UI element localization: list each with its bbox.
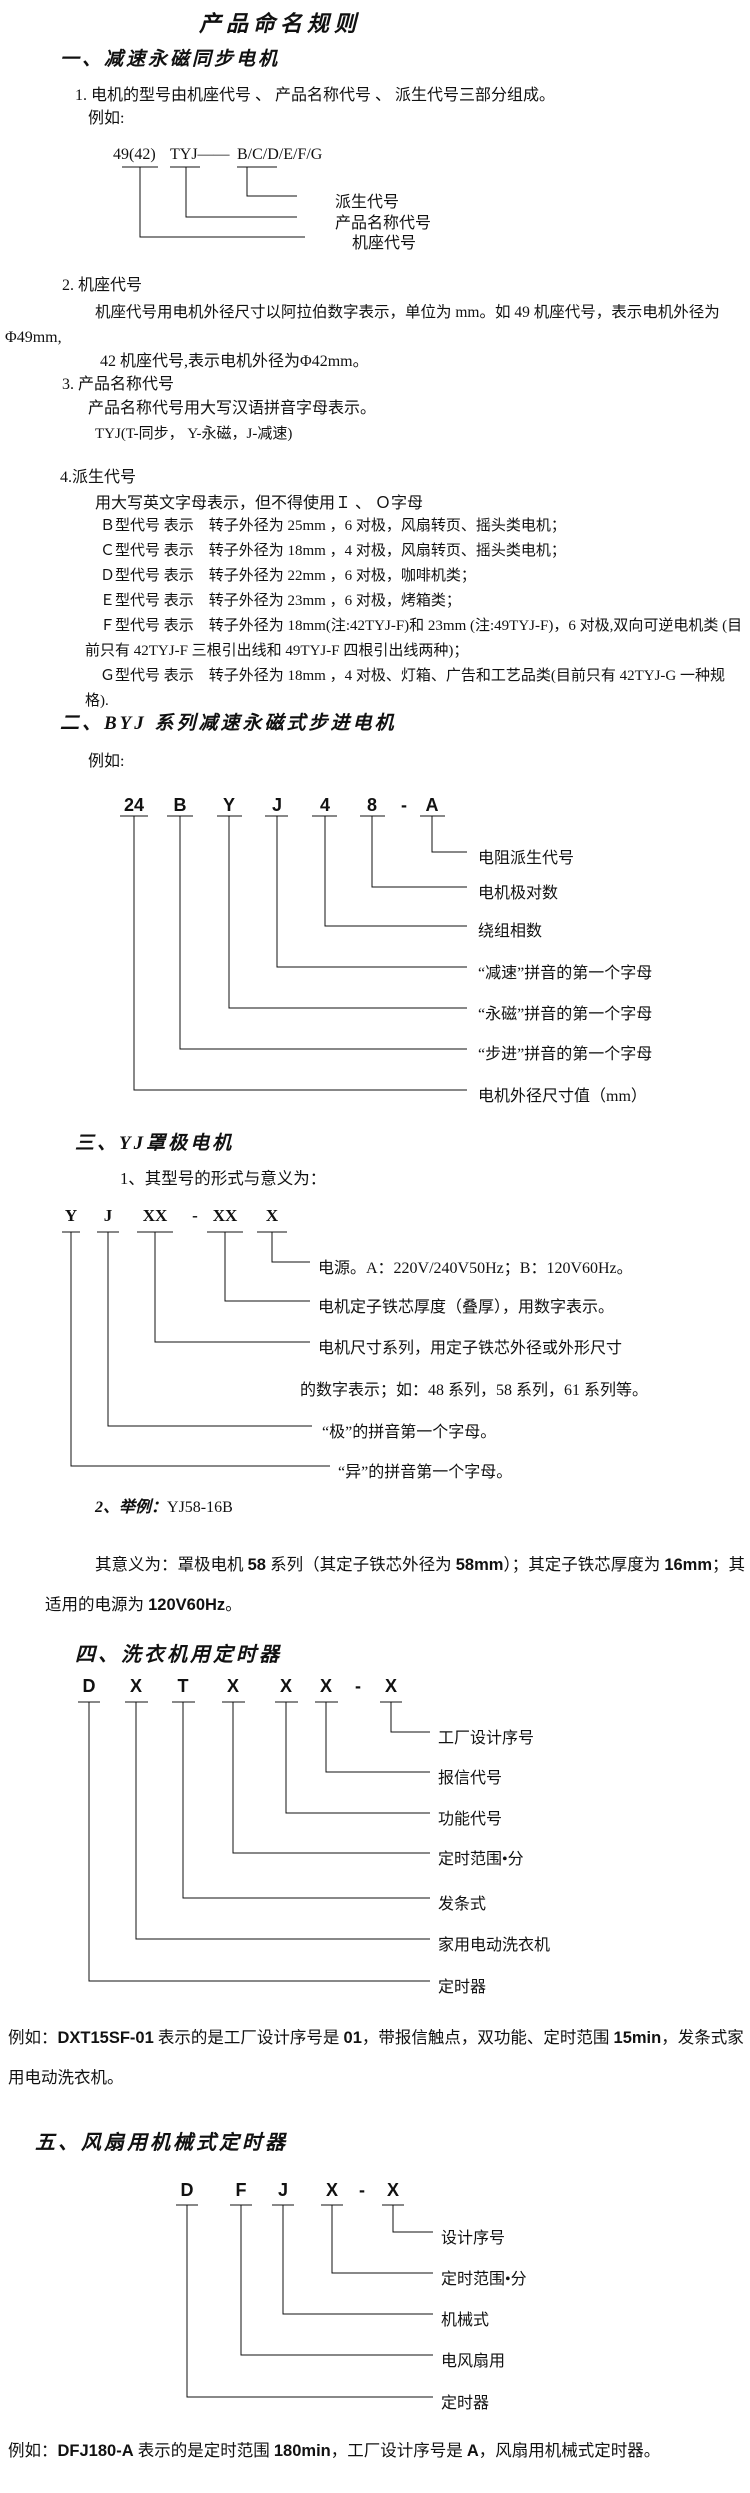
diagram3-label-series-line2: 的数字表示；如：48 系列，58 系列，61 系列等。 [300, 1382, 649, 1399]
diagram5-label-fan: 电风扇用 [441, 2353, 506, 2370]
diagram3-code-x: X [265, 1206, 279, 1225]
diagram5-code-dash: - [359, 2180, 365, 2200]
diagram4-code-x2: X [226, 1676, 240, 1696]
diagram5-code-j: J [277, 2180, 289, 2200]
diagram4-label-signal: 报信代号 [438, 1770, 503, 1787]
diagram1-code-frame: 49(42) [113, 146, 156, 163]
section5-heading: 五、风扇用机械式定时器 [35, 2132, 288, 2154]
diagram2-code-y: Y [222, 795, 236, 815]
section3-example: 2、举例：YJ58-16B [95, 1498, 233, 1518]
item3-line1: 产品名称代号用大写汉语拼音字母表示。 [88, 400, 377, 417]
diagram1-label-frame: 机座代号 [352, 235, 417, 252]
diagram1-label-derive: 派生代号 [335, 194, 400, 211]
section5-example: 例如：DFJ180-A 表示的是定时范围 180min，工厂设计序号是 A，风扇… [8, 2441, 661, 2460]
diagram2-label-poles: 电机极对数 [478, 885, 559, 902]
section2-heading: 二、BYJ 系列减速永磁式步进电机 [60, 713, 397, 734]
diagram4-code-x1: X [129, 1676, 143, 1696]
diagram2-label-jiansu: “减速”拼音的第一个字母 [478, 965, 653, 982]
diagram4-lines [78, 1701, 430, 1982]
derivation-code-e: Ｅ型代号 表示 转子外径为 23mm ，6 对极，烤箱类； [100, 593, 461, 609]
diagram2-label-phases: 绕组相数 [478, 923, 543, 940]
diagram5-label-mechanical: 机械式 [441, 2312, 490, 2329]
diagram4-code-x4: X [319, 1676, 333, 1696]
diagram2-code-dash: - [401, 795, 407, 815]
section2-example-label: 例如: [88, 753, 125, 770]
diagram4-label-washer: 家用电动洗衣机 [438, 1937, 551, 1954]
diagram3-label-power: 电源。A：220V/240V50Hz；B：120V60Hz。 [318, 1260, 633, 1277]
diagram2-code-24: 24 [123, 795, 145, 815]
item2-heading: 2. 机座代号 [62, 277, 143, 294]
diagram2-code-b: B [173, 795, 187, 815]
diagram1-lines [122, 166, 305, 238]
diagram2-code-4: 4 [319, 795, 331, 815]
item2-line3: 42 机座代号,表示电机外径为Φ42mm。 [100, 353, 369, 370]
diagram2-code-a: A [425, 795, 439, 815]
diagram5-code-f: F [235, 2180, 247, 2200]
diagram3-label-series-line1: 电机尺寸系列，用定子铁芯外径或外形尺寸 [318, 1340, 623, 1357]
section3-meaning: 其意义为：罩极电机 58 系列（其定子铁芯外径为 58mm）；其定子铁芯厚度为 … [45, 1555, 746, 1614]
diagram4-code-x5: X [384, 1676, 398, 1696]
diagram3-lines [62, 1231, 330, 1467]
diagram2-code-8: 8 [366, 795, 378, 815]
diagram4-code-t: T [177, 1676, 189, 1696]
diagram3-code-xx1: XX [142, 1206, 168, 1225]
diagram1-code-derive: B/C/D/E/F/G [237, 146, 323, 163]
diagram5-label-timer: 定时器 [441, 2395, 490, 2412]
diagram1-label-name: 产品名称代号 [335, 215, 432, 232]
diagram2-lines [120, 815, 467, 1091]
diagram3-label-ji: “极”的拼音第一个字母。 [322, 1424, 497, 1441]
diagram3-code-xx2: XX [212, 1206, 238, 1225]
section1-intro: 1. 电机的型号由机座代号 、 产品名称代号 、 派生代号三部分组成。 [75, 87, 556, 104]
diagram4-label-factory-serial: 工厂设计序号 [438, 1730, 535, 1747]
diagram4-code-x3: X [279, 1676, 293, 1696]
diagram4-code-dash: - [355, 1676, 361, 1696]
item2-line2: Φ49mm, [5, 329, 62, 346]
diagram2-label-outer-dia: 电机外径尺寸值（mm） [478, 1088, 647, 1105]
diagram3-label-thickness: 电机定子铁芯厚度（叠厚），用数字表示。 [318, 1299, 615, 1316]
diagram4-label-spring: 发条式 [438, 1896, 487, 1913]
item3-line2: TYJ(T-同步， Y-永磁，J-减速) [95, 426, 293, 442]
section4-example: 例如：DXT15SF-01 表示的是工厂设计序号是 01，带报信触点，双功能、定… [8, 2028, 744, 2087]
diagram5-lines [176, 2204, 433, 2398]
item3-heading: 3. 产品名称代号 [62, 376, 175, 393]
section3-example-value: YJ58-16B [167, 1499, 233, 1516]
diagram4-label-range: 定时范围•分 [438, 1851, 524, 1868]
diagram2-label-bujin: “步进”拼音的第一个字母 [478, 1046, 653, 1063]
item4-heading: 4.派生代号 [60, 469, 137, 486]
diagram2-label-yongci: “永磁”拼音的第一个字母 [478, 1006, 653, 1023]
derivation-code-d: Ｄ型代号 表示 转子外径为 22mm ，6 对极，咖啡机类； [100, 568, 476, 584]
section4-heading: 四、洗衣机用定时器 [75, 1644, 282, 1666]
diagram3-code-y: Y [64, 1206, 78, 1225]
derivation-code-c: Ｃ型代号 表示 转子外径为 18mm ，4 对极，风扇转页、摇头类电机； [100, 543, 566, 559]
diagram4-label-function: 功能代号 [438, 1811, 503, 1828]
diagram4-label-timer: 定时器 [438, 1979, 487, 1996]
section3-example-label: 2、举例： [95, 1499, 168, 1516]
diagram5-code-d: D [180, 2180, 194, 2200]
diagram5-label-range: 定时范围•分 [441, 2271, 527, 2288]
derivation-code-b: Ｂ型代号 表示 转子外径为 25mm ，6 对极，风扇转页、摇头类电机； [100, 518, 566, 534]
diagram2-code-j: J [271, 795, 283, 815]
section3-heading: 三、YJ罩极电机 [75, 1133, 235, 1154]
section3-sub1: 1、其型号的形式与意义为： [120, 1169, 327, 1188]
page-title: 产品命名规则 [198, 11, 361, 36]
derivation-code-f: Ｆ型代号 表示 转子外径为 18mm(注:42TYJ-F)和 23mm (注:4… [85, 618, 743, 659]
section1-heading: 一、减速永磁同步电机 [60, 49, 281, 70]
diagram3-label-yi: “异”的拼音第一个字母。 [338, 1464, 513, 1481]
diagram3-code-j: J [103, 1206, 113, 1225]
item2-line1: 机座代号用电机外径尺寸以阿拉伯数字表示，单位为 mm。如 49 机座代号，表示电… [95, 304, 720, 321]
derivation-code-g: Ｇ型代号 表示 转子外径为 18mm ，4 对极、灯箱、广告和工艺品类(目前只有… [85, 668, 725, 709]
diagram4-code-d: D [82, 1676, 96, 1696]
item4-intro: 用大写英文字母表示，但不得使用Ｉ 、 Ｏ字母 [95, 495, 424, 512]
section1-example-label: 例如: [88, 110, 125, 127]
diagram3-code-dash: - [192, 1206, 198, 1225]
diagram5-code-x2: X [386, 2180, 400, 2200]
diagram2-label-resistor: 电阻派生代号 [478, 850, 575, 867]
diagram5-label-design-serial: 设计序号 [441, 2230, 506, 2247]
diagram1-code-name: TYJ—— [170, 146, 230, 163]
derivation-code-list: Ｂ型代号 表示 转子外径为 25mm ，6 对极，风扇转页、摇头类电机； Ｃ型代… [0, 514, 748, 714]
diagram5-code-x1: X [325, 2180, 339, 2200]
